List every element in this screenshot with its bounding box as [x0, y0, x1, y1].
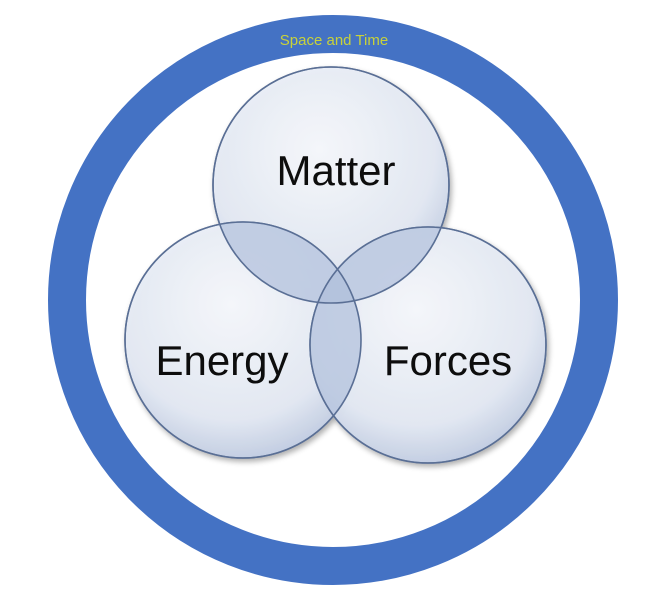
matter-label: Matter	[276, 147, 395, 194]
forces-outline	[309, 226, 547, 464]
overlap-matter-forces	[310, 227, 449, 303]
matter-outline	[212, 66, 450, 304]
space-time-ring	[48, 15, 618, 585]
energy-outline	[124, 221, 362, 459]
space-time-label: Space and Time	[280, 32, 388, 49]
overlap-matter-energy	[213, 222, 361, 303]
energy-label: Energy	[155, 337, 288, 384]
forces-label: Forces	[384, 337, 512, 384]
